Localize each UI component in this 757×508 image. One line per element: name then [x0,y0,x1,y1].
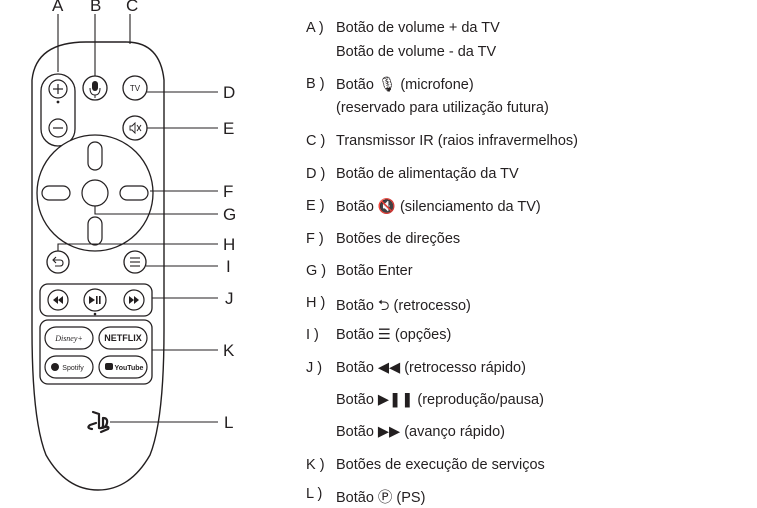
disney-button[interactable] [44,326,94,350]
play-pause-icon: ▶❚❚ [377,392,414,408]
callout-b: B [90,0,102,15]
direction-left-button[interactable] [41,185,71,201]
play-pause-icon [89,296,101,304]
tv-power-button[interactable] [122,75,148,101]
mute-icon [129,121,142,135]
options-icon: ☰ [377,327,391,343]
options-icon [130,257,140,267]
disney-label: Disney+ [54,334,83,343]
youtube-label: YouTube [115,365,144,372]
callout-h: H [223,235,236,254]
callout-c: C [126,0,139,15]
direction-up-button[interactable] [87,141,103,171]
youtube-icon [105,363,113,370]
back-icon [52,256,64,267]
callout-d: D [223,83,236,102]
mute-icon: 🔇 [377,199,396,215]
legend: A ) Botão de volume + da TV Botão de vol… [306,20,578,506]
callout-i: I [226,257,231,276]
back-button[interactable] [46,250,70,274]
microphone-icon: 🎙 [377,77,397,93]
callout-l: L [224,413,234,432]
rewind-icon [53,296,63,304]
leader-lines [57,14,218,423]
back-icon: ⮌ [377,298,390,314]
spotify-label: Spotify [62,365,84,372]
youtube-button[interactable] [98,355,148,379]
spotify-icon [51,363,59,371]
callout-g: G [223,205,237,224]
callout-e: E [223,119,235,138]
ps-button[interactable] [87,410,110,434]
callout-a: A [52,0,64,15]
ps-logo-icon [87,410,110,434]
netflix-label: NETFLIX [104,333,142,343]
callout-k: K [223,341,235,360]
netflix-button[interactable] [98,326,148,350]
direction-right-button[interactable] [119,185,149,201]
fast-forward-icon [129,296,139,304]
fast-forward-icon: ▶▶ [377,424,401,440]
tv-label: TV [130,84,141,93]
spotify-button[interactable] [44,355,94,379]
callout-j: J [225,289,234,308]
remote-diagram: TV Disney+ NETFLIX Spotify [31,14,218,491]
enter-button[interactable] [81,179,109,207]
direction-down-button[interactable] [87,216,103,246]
callout-f: F [223,182,234,201]
rewind-icon: ◀◀ [377,360,401,376]
microphone-icon [89,81,101,98]
ps-icon: Ⓟ [377,490,393,506]
